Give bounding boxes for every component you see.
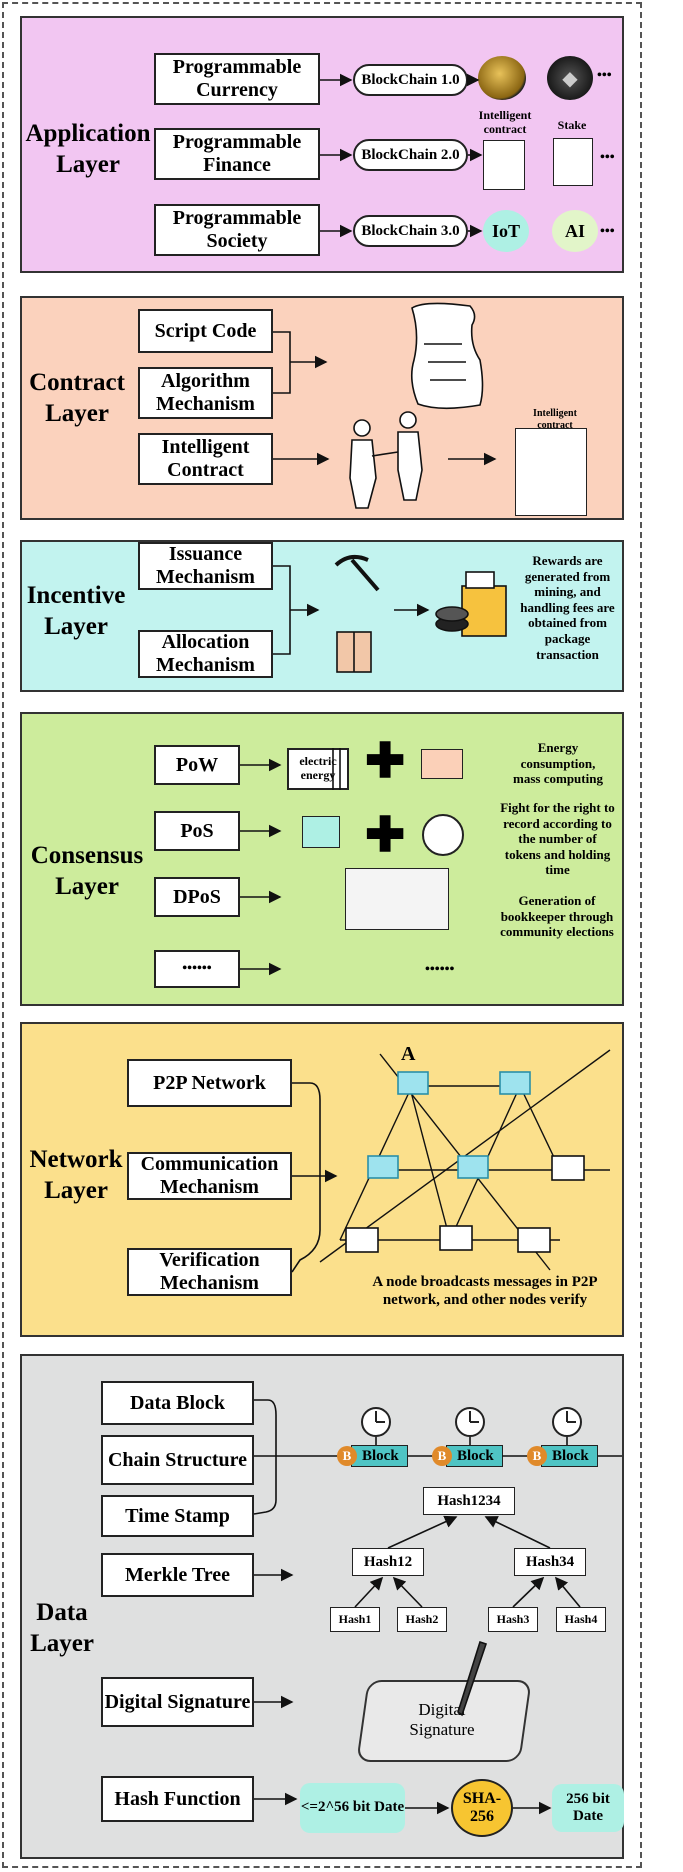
blockchain-3-pill: BlockChain 3.0 [353, 215, 468, 247]
incentive-layer-title: Incentive Layer [26, 582, 126, 641]
ethereum-coin-icon: ◆ [547, 56, 593, 100]
chain-structure-box: Chain Structure [101, 1435, 254, 1485]
block-3: B Block [527, 1445, 598, 1467]
merkle-tree-box: Merkle Tree [101, 1553, 254, 1597]
contract-doc-icon [515, 428, 587, 516]
algorithm-mechanism-box: Algorithm Mechanism [138, 367, 273, 419]
script-code-box: Script Code [138, 309, 273, 353]
pow-note: Energy consumption, mass computing [513, 740, 603, 787]
app-row-society-box: Programmable Society [154, 204, 320, 256]
data-layer-title: Data Layer [30, 1599, 94, 1658]
app-ellipsis-1: ••• [597, 68, 612, 83]
merkle-hash-12: Hash12 [352, 1548, 424, 1576]
digital-signature-tablet-label: Digital Signature [409, 1700, 475, 1740]
outer-dashed-frame [2, 2, 642, 1868]
blockchain-2-pill: BlockChain 2.0 [353, 139, 468, 171]
merkle-hash-1: Hash1 [330, 1607, 380, 1632]
time-stamp-box: Time Stamp [101, 1495, 254, 1537]
merkle-hash-4: Hash4 [556, 1607, 606, 1632]
dpos-box: DPoS [154, 877, 240, 917]
hash-output-box: 256 bit Date [552, 1784, 624, 1832]
hash-function-box: Hash Function [101, 1776, 254, 1822]
bitcoin-icon: B [337, 1446, 357, 1466]
app-ellipsis-2: ••• [600, 150, 615, 165]
dpos-note: Generation of bookkeeper through communi… [500, 893, 614, 940]
data-block-box: Data Block [101, 1381, 254, 1425]
node-a-label: A [401, 1043, 416, 1065]
pos-note: Fight for the right to record according … [500, 800, 615, 878]
community-election-icon [345, 868, 449, 930]
network-caption: A node broadcasts messages in P2P networ… [372, 1274, 598, 1308]
communication-mechanism-box: Communication Mechanism [127, 1152, 292, 1200]
pow-box: PoW [154, 745, 240, 785]
clock-icon-consensus [422, 814, 464, 856]
block-label: Block [351, 1445, 408, 1467]
allocation-mechanism-box: Allocation Mechanism [138, 630, 273, 678]
digital-signature-box: Digital Signature [101, 1677, 254, 1727]
merkle-hash-3: Hash3 [488, 1607, 538, 1632]
block-1: B Block [337, 1445, 408, 1467]
clock-icon-3 [552, 1407, 582, 1437]
contract-layer-title: Contract Layer [29, 369, 125, 428]
pos-box: PoS [154, 811, 240, 851]
clock-icon-1 [361, 1407, 391, 1437]
hash-input-box: <=2^56 bit Date [300, 1783, 405, 1833]
more-consensus-box: •••••• [154, 950, 240, 988]
iot-circle: IoT [483, 210, 529, 252]
intelligent-contract-box: Intelligent Contract [138, 433, 273, 485]
contract-doc-caption: Intelligent contract [533, 408, 577, 431]
plus-icon-2: ✚ [365, 809, 406, 862]
incentive-note: Rewards are generated from mining, and h… [520, 553, 615, 662]
electric-energy-box: electric energy [287, 748, 349, 790]
app-ellipsis-3: ••• [600, 224, 615, 239]
computer-user-icon [421, 749, 463, 779]
blockchain-1-pill: BlockChain 1.0 [353, 64, 468, 96]
verification-mechanism-box: Verification Mechanism [127, 1248, 292, 1296]
merkle-root-hash: Hash1234 [423, 1487, 515, 1515]
application-layer-title: Application Layer [25, 120, 151, 179]
consensus-layer-title: Consensus Layer [30, 842, 144, 901]
ai-circle: AI [552, 210, 598, 252]
issuance-mechanism-box: Issuance Mechanism [138, 542, 273, 590]
intelligent-contract-caption: Intelligent contract [478, 108, 532, 137]
stake-doc-icon [553, 138, 593, 186]
stake-caption: Stake [557, 118, 587, 132]
plus-icon-1: ✚ [365, 735, 406, 788]
intelligent-contract-doc-icon [483, 140, 525, 190]
bitcoin-icon: B [432, 1446, 452, 1466]
app-row-currency-box: Programmable Currency [154, 53, 320, 105]
clock-icon-2 [455, 1407, 485, 1437]
code-scroll-label: Code [418, 314, 458, 334]
merkle-hash-2: Hash2 [397, 1607, 447, 1632]
bitcoin-icon: B [527, 1446, 547, 1466]
p2p-network-box: P2P Network [127, 1059, 292, 1107]
block-2: B Block [432, 1445, 503, 1467]
sha256-circle: SHA-256 [451, 1779, 513, 1837]
gold-coin-icon [478, 56, 526, 100]
incentive-layer-panel [20, 540, 624, 692]
block-label: Block [541, 1445, 598, 1467]
app-row-finance-box: Programmable Finance [154, 128, 320, 180]
consensus-dots: •••••• [425, 962, 455, 977]
token-bag-icon [302, 816, 340, 848]
network-layer-title: Network Layer [29, 1146, 123, 1205]
block-label: Block [446, 1445, 503, 1467]
merkle-hash-34: Hash34 [514, 1548, 586, 1576]
